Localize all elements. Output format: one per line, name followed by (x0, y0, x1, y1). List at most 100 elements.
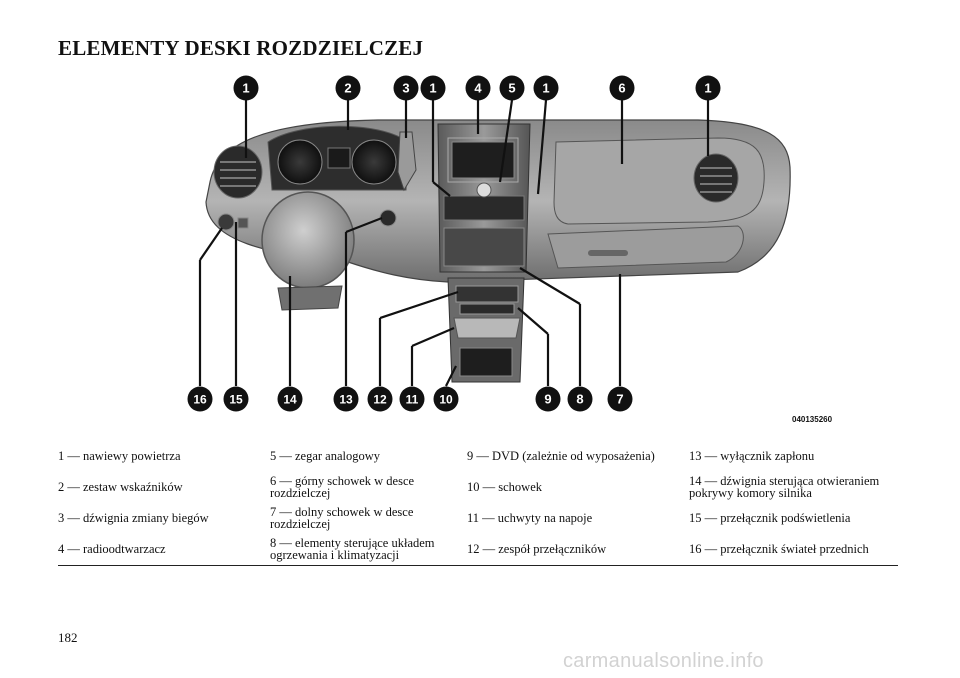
callout-14: 14 (277, 386, 303, 412)
callout-label: 6 (618, 81, 625, 96)
callout-circle (420, 75, 446, 101)
legend-item: 12 — zespół przełączników (467, 534, 689, 566)
callout-16: 16 (187, 386, 213, 412)
callout-5: 5 (499, 75, 525, 101)
callout-label: 5 (508, 81, 515, 96)
callout-1: 1 (420, 75, 446, 101)
callout-circle (465, 75, 491, 101)
right-vent-shape (693, 153, 739, 203)
callout-label: 8 (576, 392, 583, 407)
legend-table: 1 — nawiewy powietrza 5 — zegar analogowy… (58, 441, 898, 566)
callout-label: 1 (429, 81, 436, 96)
switch-bank-shape (455, 285, 519, 303)
callout-label: 15 (229, 393, 243, 407)
callout-circle (399, 386, 425, 412)
callout-13: 13 (333, 386, 359, 412)
callout-1: 1 (533, 75, 559, 101)
callout-circle (607, 386, 633, 412)
watermark: carmanualsonline.info (563, 650, 764, 672)
callout-circle (567, 386, 593, 412)
callout-15: 15 (223, 386, 249, 412)
legend-item: 16 — przełącznik świateł przednich (689, 534, 898, 566)
callout-label: 10 (439, 393, 453, 407)
callout-circle (335, 75, 361, 101)
callout-9: 9 (535, 386, 561, 412)
callout-label: 12 (373, 393, 387, 407)
callout-1: 1 (695, 75, 721, 101)
callout-label: 1 (542, 81, 549, 96)
callout-1: 1 (233, 75, 259, 101)
legend-item: 15 — przełącznik podświetlenia (689, 511, 851, 525)
callout-circle (333, 386, 359, 412)
callout-label: 1 (704, 81, 711, 96)
dvd-slot-shape (459, 303, 515, 315)
callout-11: 11 (399, 386, 425, 412)
dimmer-switch-shape (237, 217, 249, 229)
callout-circle (393, 75, 419, 101)
callout-circle (533, 75, 559, 101)
hvac-panel-shape (443, 227, 525, 267)
headlight-switch-shape (217, 213, 235, 231)
page-number: 182 (58, 630, 78, 645)
callout-3: 3 (393, 75, 419, 101)
callout-label: 13 (339, 393, 353, 407)
right-gauge-shape (351, 139, 397, 185)
callout-circle (433, 386, 459, 412)
legend-row: 2 — zestaw wskaźników 6 — górny schowek w… (58, 472, 898, 503)
legend-item: 4 — radioodtwarzacz (58, 534, 270, 566)
cupholder-shape (453, 317, 521, 339)
callout-2: 2 (335, 75, 361, 101)
callout-circle (223, 386, 249, 412)
legend-item: 11 — uchwyty na napoje (467, 511, 593, 525)
callout-circle (695, 75, 721, 101)
callout-10: 10 (433, 386, 459, 412)
ignition-shape (379, 209, 397, 227)
legend-item: 6 — górny schowek w desce rozdzielczej (270, 474, 415, 500)
callout-label: 14 (283, 393, 297, 407)
analog-clock-shape (476, 182, 492, 198)
callout-12: 12 (367, 386, 393, 412)
callout-label: 3 (402, 81, 409, 96)
callout-circle (609, 75, 635, 101)
page-title: ELEMENTY DESKI ROZDZIELCZEJ (58, 36, 424, 60)
callout-7: 7 (607, 386, 633, 412)
glovebox-handle-shape (588, 250, 628, 256)
callout-label: 11 (406, 393, 419, 407)
callout-label: 7 (616, 392, 623, 407)
center-vents-shape (443, 195, 525, 221)
steering-wheel-shape (261, 191, 355, 289)
legend-row: 1 — nawiewy powietrza 5 — zegar analogowy… (58, 441, 898, 472)
callout-label: 1 (242, 81, 249, 96)
callout-circle (277, 386, 303, 412)
legend-item: 14 — dźwignia sterująca otwieraniem pokr… (689, 474, 880, 500)
callout-circle (187, 386, 213, 412)
legend-item: 10 — schowek (467, 480, 542, 494)
callout-4: 4 (465, 75, 491, 101)
left-vent-shape (213, 145, 263, 199)
legend-item: 8 — elementy sterujące układem ogrzewani… (270, 534, 467, 566)
legend-item: 13 — wyłącznik zapłonu (689, 449, 815, 463)
callout-circle (367, 386, 393, 412)
center-display-shape (327, 147, 351, 169)
callout-circle (233, 75, 259, 101)
lower-glovebox-shape (547, 225, 744, 269)
callout-label: 2 (344, 81, 351, 96)
gear-lever-shape (397, 131, 417, 192)
legend-item: 1 — nawiewy powietrza (58, 449, 181, 463)
callout-circle (499, 75, 525, 101)
callout-label: 4 (474, 81, 482, 96)
left-gauge-shape (277, 139, 323, 185)
callout-label: 16 (193, 393, 207, 407)
storage-bin-shape (459, 347, 513, 377)
callout-8: 8 (567, 386, 593, 412)
legend-item: 2 — zestaw wskaźników (58, 480, 183, 494)
legend-item: 3 — dźwignia zmiany biegów (58, 511, 209, 525)
legend-item: 5 — zegar analogowy (270, 449, 381, 463)
figure-code: 040135260 (792, 415, 833, 424)
callout-circle (535, 386, 561, 412)
callout-6: 6 (609, 75, 635, 101)
